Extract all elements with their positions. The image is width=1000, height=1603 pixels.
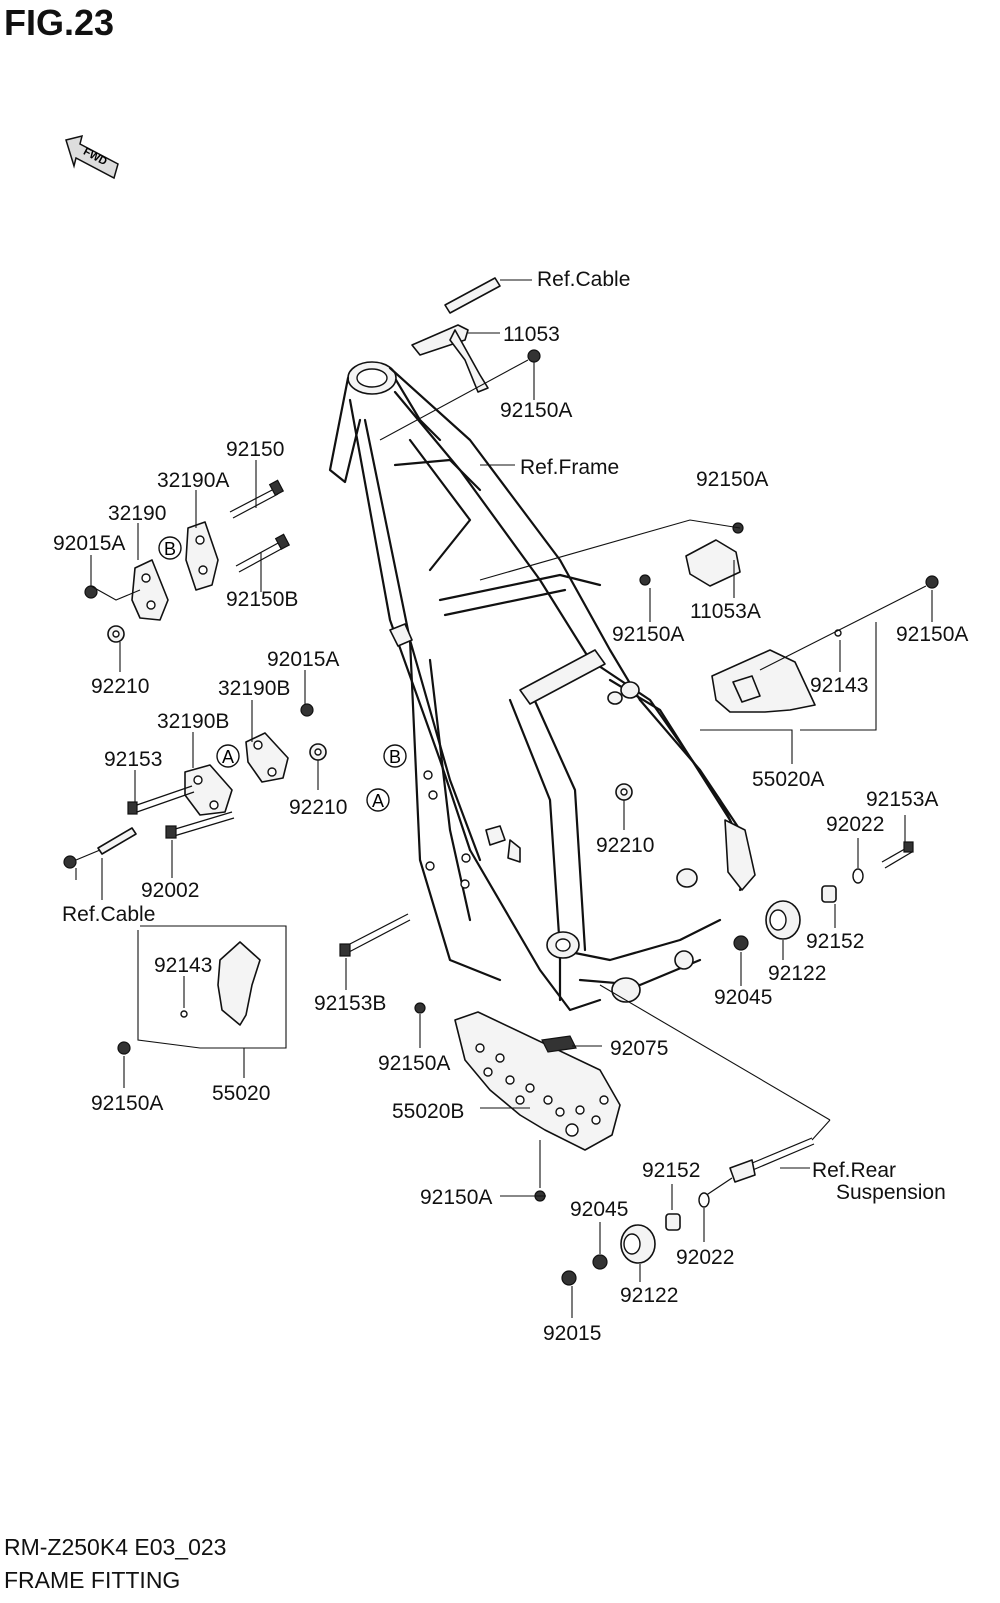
label-ref-cable-top: Ref.Cable xyxy=(537,268,630,291)
nut-92045-1 xyxy=(733,935,749,951)
label-11053a: 11053A xyxy=(690,600,761,623)
bolt-ref-rear-suspension xyxy=(704,1137,815,1197)
label-92022-2: 92022 xyxy=(676,1246,734,1269)
bushing-92122-1 xyxy=(765,900,801,940)
engine-bracket-32190 xyxy=(131,559,169,621)
label-92022-1: 92022 xyxy=(826,813,884,836)
label-92045-1: 92045 xyxy=(714,986,772,1009)
nut-92210-3 xyxy=(615,783,633,801)
label-92150a-r2: 92150A xyxy=(612,623,684,646)
nut-92015 xyxy=(561,1270,577,1286)
label-32190: 32190 xyxy=(108,502,166,525)
engine-bracket-32190b-2 xyxy=(245,732,289,783)
label-92152-1: 92152 xyxy=(806,930,864,953)
callout-b-2: B xyxy=(383,744,407,768)
label-92150a-b: 92150A xyxy=(420,1186,492,1209)
label-92152-2: 92152 xyxy=(642,1159,700,1182)
bolt-92150b xyxy=(235,533,291,573)
collar-92152-1 xyxy=(821,885,837,903)
bolt-92150 xyxy=(229,479,285,519)
fwd-arrow-icon: FWD xyxy=(65,134,119,180)
label-11053: 11053 xyxy=(503,323,560,346)
label-92150a-r3: 92150A xyxy=(896,623,968,646)
label-ref-frame: Ref.Frame xyxy=(520,456,619,479)
label-55020: 55020 xyxy=(212,1082,270,1105)
label-92015a-1: 92015A xyxy=(53,532,125,555)
bolt-92153b xyxy=(339,913,411,957)
bracket-11053a xyxy=(639,522,744,587)
label-92122-1: 92122 xyxy=(768,962,826,985)
label-92150a-top: 92150A xyxy=(500,399,572,422)
svg-text:A: A xyxy=(372,791,384,811)
nut-92210-1 xyxy=(107,625,125,643)
footer-name: FRAME FITTING xyxy=(4,1567,181,1593)
label-92015a-2: 92015A xyxy=(267,648,339,671)
nut-92015a-2 xyxy=(300,703,314,717)
label-55020a: 55020A xyxy=(752,768,824,791)
bolt-92150a-top xyxy=(527,349,541,363)
label-92150b: 92150B xyxy=(226,588,298,611)
leader-lines xyxy=(75,279,933,1318)
bracket-11053 xyxy=(411,324,489,393)
bolt-92153a xyxy=(881,841,914,869)
label-32190a: 32190A xyxy=(157,469,229,492)
svg-text:B: B xyxy=(164,539,176,559)
label-92150: 92150 xyxy=(226,438,284,461)
label-92150a-m: 92150A xyxy=(378,1052,450,1075)
label-92210-1: 92210 xyxy=(91,675,149,698)
engine-bracket-32190b-1 xyxy=(184,764,233,816)
collar-92152-2 xyxy=(665,1213,681,1231)
callout-b-1: B xyxy=(158,536,182,560)
label-92015: 92015 xyxy=(543,1322,601,1345)
callout-a-1: A xyxy=(216,744,240,768)
label-92002: 92002 xyxy=(141,879,199,902)
label-92153b: 92153B xyxy=(314,992,386,1015)
footer-code: RM-Z250K4 E03_023 xyxy=(4,1534,227,1560)
label-92143-l: 92143 xyxy=(154,954,212,977)
guard-55020 xyxy=(117,941,261,1055)
washer-92022-1 xyxy=(852,868,864,884)
label-55020b: 55020B xyxy=(392,1100,464,1123)
label-92045-2: 92045 xyxy=(570,1198,628,1221)
callout-a-2: A xyxy=(366,788,390,812)
part-labels: Ref.Cable 11053 92150A Ref.Frame 92150 3… xyxy=(53,268,968,1345)
label-32190b-2: 32190B xyxy=(157,710,229,733)
guard-55020a xyxy=(711,575,939,713)
nut-92210-2 xyxy=(309,743,327,761)
label-92153a: 92153A xyxy=(866,788,938,811)
bushing-92122-2 xyxy=(620,1224,656,1264)
pad-92075 xyxy=(541,1035,577,1053)
cable-guide-top xyxy=(444,277,501,314)
label-ref-rear-1: Ref.Rear xyxy=(812,1159,896,1182)
label-92143-r: 92143 xyxy=(810,674,868,697)
label-92150a-r1: 92150A xyxy=(696,468,768,491)
engine-bracket-32190a xyxy=(185,521,219,591)
nut-92045-2 xyxy=(592,1254,608,1270)
label-92150a-l: 92150A xyxy=(91,1092,163,1115)
svg-text:A: A xyxy=(222,747,234,767)
label-92210-3: 92210 xyxy=(596,834,654,857)
label-ref-cable-left: Ref.Cable xyxy=(62,903,155,926)
bolt-92153 xyxy=(127,785,195,815)
figure-title: FIG.23 xyxy=(4,2,115,43)
label-ref-rear-2: Suspension xyxy=(836,1181,946,1204)
cable-clamp-left xyxy=(63,827,137,869)
label-92122-2: 92122 xyxy=(620,1284,678,1307)
label-92153: 92153 xyxy=(104,748,162,771)
svg-text:B: B xyxy=(389,747,401,767)
bolt-92002 xyxy=(165,811,235,839)
label-92075: 92075 xyxy=(610,1037,668,1060)
label-32190b-1: 32190B xyxy=(218,677,290,700)
washer-92022-2 xyxy=(698,1192,710,1208)
label-92210-2: 92210 xyxy=(289,796,347,819)
